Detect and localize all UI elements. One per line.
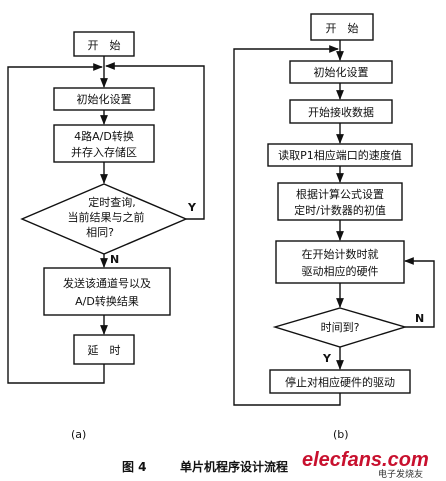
- stop-label-b: 停止对相应硬件的驱动: [285, 375, 395, 389]
- drive-label-line1-b: 在开始计数时就: [302, 247, 379, 261]
- init-box-a: [53, 87, 155, 111]
- decision-diamond-a: [20, 183, 188, 255]
- figure-title: 单片机程序设计流程: [180, 459, 288, 474]
- init-box-b: [289, 60, 393, 84]
- flowchart-a: 开 始 初始化设置 4路A/D转换 并存入存储区 定时查询, 当前结果与之前 相…: [7, 31, 205, 441]
- decision-label-line1-a: 定时查询,: [88, 195, 136, 209]
- set-box-b: [277, 182, 403, 221]
- read-box-b: [267, 143, 413, 167]
- send-box-a: [43, 267, 171, 316]
- watermark-brand: elecfans.com: [302, 449, 429, 471]
- sub-label-b: (b): [333, 428, 349, 441]
- loop-yes-a: [105, 62, 205, 220]
- decision-label-line2-a: 当前结果与之前: [68, 210, 145, 224]
- convert-label-line1-a: 4路A/D转换: [74, 129, 134, 143]
- decision-label-b: 时间到?: [321, 321, 360, 334]
- stop-box-b: [269, 369, 411, 394]
- loop-outer-b: [233, 45, 341, 406]
- watermark: elecfans.com 电子发烧友: [302, 449, 429, 480]
- flowchart-b: 开 始 初始化设置 开始接收数据 读取P1相应端口的速度值 根据计算公式设置 定…: [233, 13, 435, 441]
- no-label-a: N: [110, 253, 119, 266]
- delay-label-a: 延 时: [88, 344, 121, 357]
- start-label-b: 开 始: [326, 21, 359, 35]
- set-label-line2-b: 定时/计数器的初值: [294, 203, 386, 217]
- receive-box-b: [289, 99, 393, 124]
- sub-label-a: (a): [71, 428, 86, 441]
- set-label-line1-b: 根据计算公式设置: [296, 187, 384, 201]
- send-label-line2-a: A/D转换结果: [75, 294, 139, 308]
- drive-label-line2-b: 驱动相应的硬件: [302, 264, 379, 278]
- send-label-line1-a: 发送该通道号以及: [63, 276, 151, 290]
- yes-label-a: Y: [187, 201, 197, 214]
- decision-label-line3-a: 相同?: [86, 226, 114, 239]
- start-label-a: 开 始: [88, 38, 121, 52]
- watermark-sub: 电子发烧友: [378, 468, 423, 480]
- init-label-b: 初始化设置: [314, 65, 369, 79]
- loop-delay-a: [7, 63, 105, 384]
- drive-box-b: [275, 240, 405, 284]
- init-label-a: 初始化设置: [77, 92, 132, 106]
- start-box-a: [73, 31, 135, 57]
- delay-box-a: [73, 334, 135, 365]
- decision-diamond-b: [272, 307, 408, 348]
- convert-box-a: [53, 124, 155, 163]
- receive-label-b: 开始接收数据: [308, 105, 374, 119]
- figure-number: 图 4: [122, 460, 147, 474]
- read-label-b: 读取P1相应端口的速度值: [278, 148, 402, 162]
- start-box-b: [310, 13, 374, 41]
- loop-no-b: [404, 257, 435, 328]
- no-label-b: N: [415, 312, 424, 325]
- yes-label-b: Y: [322, 352, 332, 365]
- convert-label-line2-a: 并存入存储区: [71, 145, 137, 159]
